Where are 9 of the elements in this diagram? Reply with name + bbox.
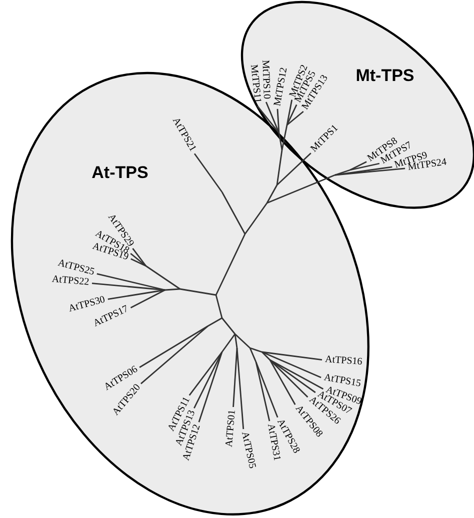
leaf-label: AtTPS16 xyxy=(324,355,362,368)
leaf-label: MtTPS11 xyxy=(248,64,262,104)
group-label: Mt-TPS xyxy=(356,66,414,86)
leaf-label: AtTPS01 xyxy=(224,410,238,448)
leaf-label: AtTPS05 xyxy=(239,430,257,470)
group-label: At-TPS xyxy=(92,162,148,183)
leaf-label: MtTPS10 xyxy=(260,60,271,100)
leaf-label: AtTPS22 xyxy=(51,274,90,288)
leaf-label: MtTPS12 xyxy=(273,66,290,107)
